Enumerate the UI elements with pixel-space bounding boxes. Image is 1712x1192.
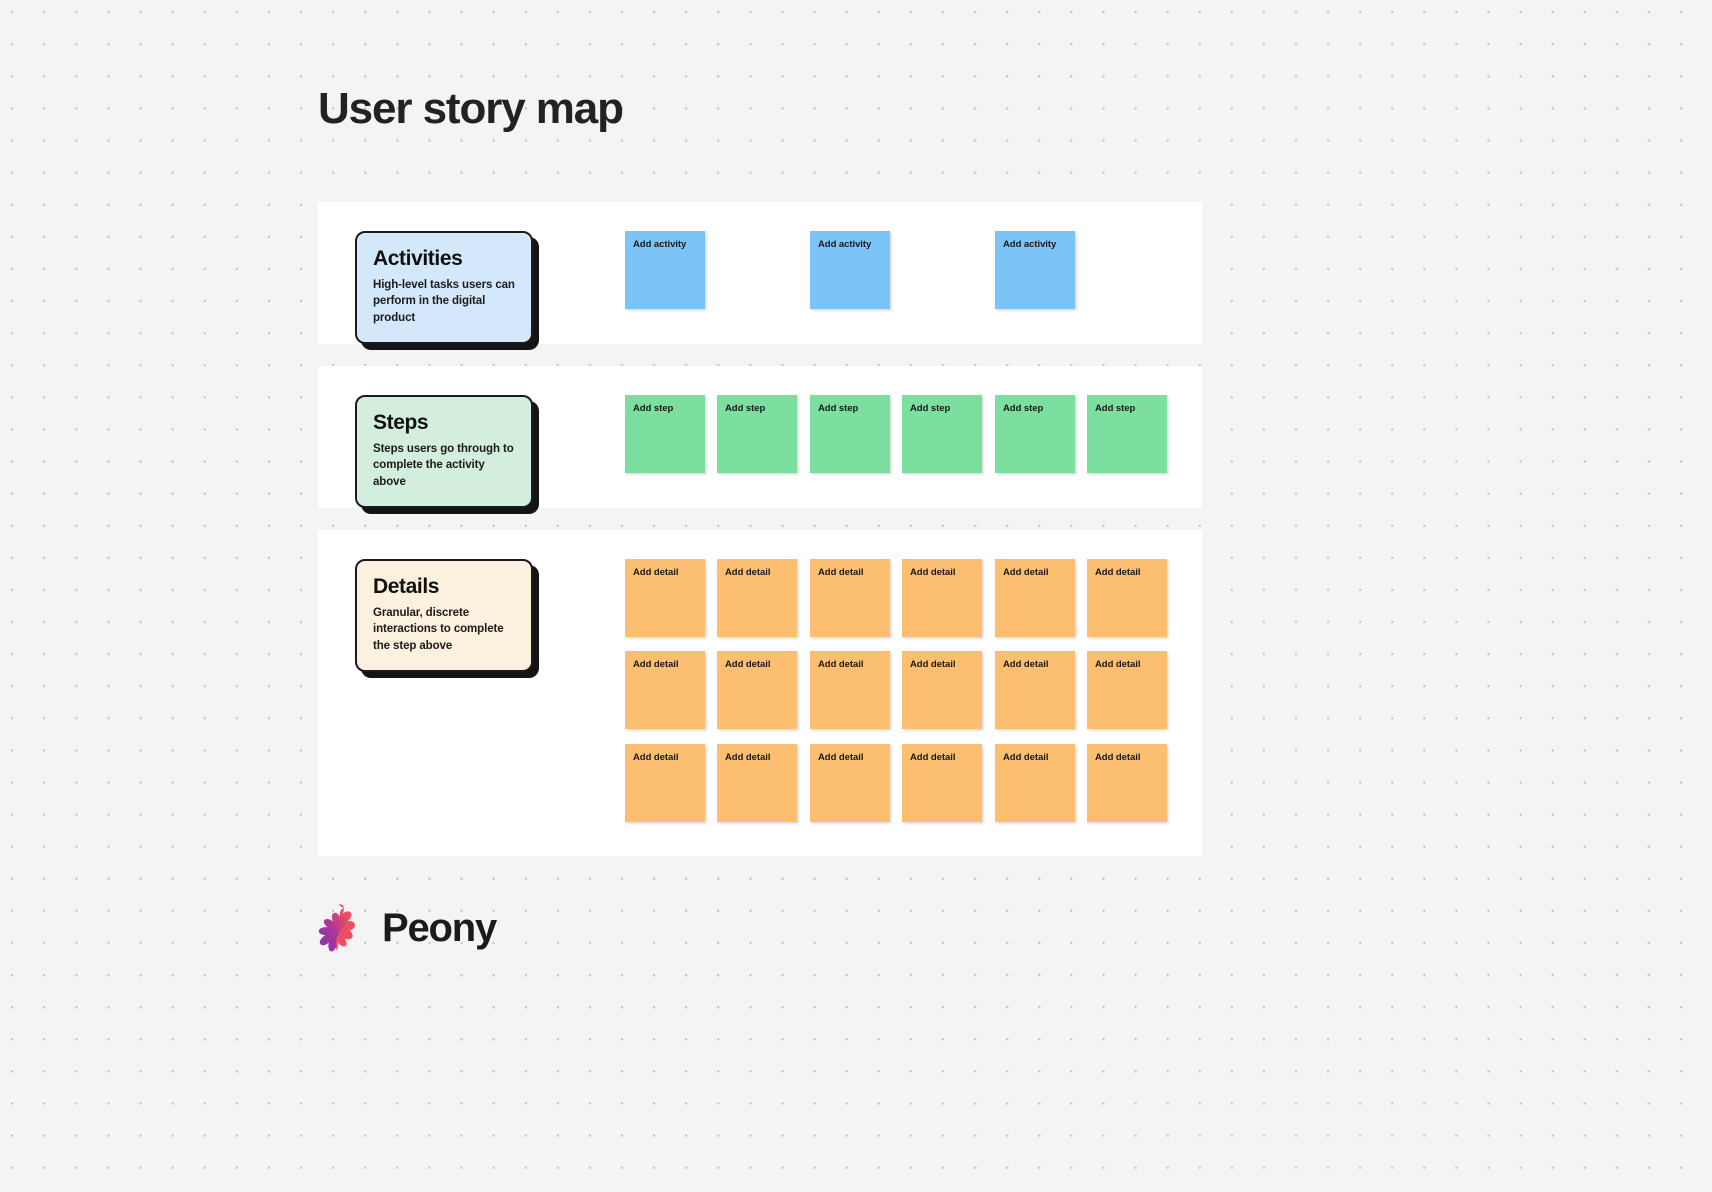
sticky-note-detail-r2c6[interactable]: Add detail <box>1087 651 1167 729</box>
sticky-note-label: Add detail <box>1003 567 1049 578</box>
brand-logo: Peony <box>318 903 497 953</box>
sticky-note-detail-r1c4[interactable]: Add detail <box>902 559 982 637</box>
sticky-note-label: Add detail <box>725 659 771 670</box>
label-card-steps[interactable]: Steps Steps users go through to complete… <box>355 395 533 509</box>
sticky-note-detail-r2c1[interactable]: Add detail <box>625 651 705 729</box>
sticky-note-step-4[interactable]: Add step <box>902 395 982 473</box>
peony-flower-icon <box>318 904 355 952</box>
sticky-note-detail-r3c5[interactable]: Add detail <box>995 744 1075 822</box>
sticky-note-label: Add detail <box>910 659 956 670</box>
sticky-note-label: Add detail <box>818 567 864 578</box>
sticky-note-label: Add detail <box>1095 752 1141 763</box>
sticky-note-detail-r2c2[interactable]: Add detail <box>717 651 797 729</box>
sticky-note-label: Add step <box>818 403 859 414</box>
sticky-note-label: Add activity <box>1003 239 1057 250</box>
sticky-note-label: Add activity <box>633 239 687 250</box>
label-card-details[interactable]: Details Granular, discrete interactions … <box>355 559 533 673</box>
sticky-note-label: Add step <box>633 403 674 414</box>
sticky-note-detail-r1c3[interactable]: Add detail <box>810 559 890 637</box>
sticky-note-step-3[interactable]: Add step <box>810 395 890 473</box>
sticky-note-label: Add detail <box>1095 659 1141 670</box>
sticky-note-label: Add step <box>725 403 766 414</box>
lane-details: Details Granular, discrete interactions … <box>318 530 1202 856</box>
sticky-note-detail-r3c1[interactable]: Add detail <box>625 744 705 822</box>
sticky-note-step-1[interactable]: Add step <box>625 395 705 473</box>
page-title: User story map <box>318 84 624 133</box>
sticky-note-label: Add detail <box>633 752 679 763</box>
sticky-note-detail-r1c5[interactable]: Add detail <box>995 559 1075 637</box>
label-card-steps-description: Steps users go through to complete the a… <box>373 443 514 488</box>
label-card-steps-title: Steps <box>373 411 429 434</box>
sticky-note-detail-r1c1[interactable]: Add detail <box>625 559 705 637</box>
sticky-note-label: Add step <box>1003 403 1044 414</box>
sticky-note-label: Add detail <box>725 567 771 578</box>
label-card-steps-wrapper: Steps Steps users go through to complete… <box>355 395 533 509</box>
sticky-note-detail-r2c5[interactable]: Add detail <box>995 651 1075 729</box>
sticky-note-detail-r2c4[interactable]: Add detail <box>902 651 982 729</box>
sticky-note-detail-r3c6[interactable]: Add detail <box>1087 744 1167 822</box>
sticky-note-label: Add detail <box>1003 659 1049 670</box>
sticky-note-label: Add activity <box>818 239 872 250</box>
label-card-activities-title: Activities <box>373 247 463 270</box>
label-card-activities-wrapper: Activities High-level tasks users can pe… <box>355 231 533 345</box>
sticky-note-activity-1[interactable]: Add activity <box>625 231 705 309</box>
sticky-note-detail-r2c3[interactable]: Add detail <box>810 651 890 729</box>
label-card-activities-description: High-level tasks users can perform in th… <box>373 279 515 324</box>
sticky-note-label: Add detail <box>1003 752 1049 763</box>
sticky-note-activity-3[interactable]: Add activity <box>995 231 1075 309</box>
sticky-note-label: Add detail <box>910 567 956 578</box>
lane-activities: Activities High-level tasks users can pe… <box>318 202 1202 345</box>
label-card-details-wrapper: Details Granular, discrete interactions … <box>355 559 533 673</box>
label-card-activities[interactable]: Activities High-level tasks users can pe… <box>355 231 533 345</box>
sticky-note-label: Add step <box>910 403 951 414</box>
brand-name: Peony <box>382 905 497 950</box>
sticky-note-detail-r3c3[interactable]: Add detail <box>810 744 890 822</box>
sticky-note-label: Add detail <box>725 752 771 763</box>
sticky-note-detail-r1c2[interactable]: Add detail <box>717 559 797 637</box>
sticky-note-detail-r3c2[interactable]: Add detail <box>717 744 797 822</box>
sticky-note-label: Add detail <box>818 752 864 763</box>
sticky-note-label: Add detail <box>633 567 679 578</box>
label-card-details-title: Details <box>373 575 440 598</box>
lane-steps: Steps Steps users go through to complete… <box>318 366 1202 509</box>
sticky-note-label: Add detail <box>1095 567 1141 578</box>
sticky-note-detail-r3c4[interactable]: Add detail <box>902 744 982 822</box>
sticky-note-label: Add step <box>1095 403 1136 414</box>
sticky-note-label: Add detail <box>633 659 679 670</box>
sticky-note-label: Add detail <box>910 752 956 763</box>
label-card-details-description: Granular, discrete interactions to compl… <box>373 607 504 652</box>
sticky-note-step-2[interactable]: Add step <box>717 395 797 473</box>
sticky-note-label: Add detail <box>818 659 864 670</box>
sticky-note-step-5[interactable]: Add step <box>995 395 1075 473</box>
sticky-note-activity-2[interactable]: Add activity <box>810 231 890 309</box>
sticky-note-step-6[interactable]: Add step <box>1087 395 1167 473</box>
sticky-note-detail-r1c6[interactable]: Add detail <box>1087 559 1167 637</box>
